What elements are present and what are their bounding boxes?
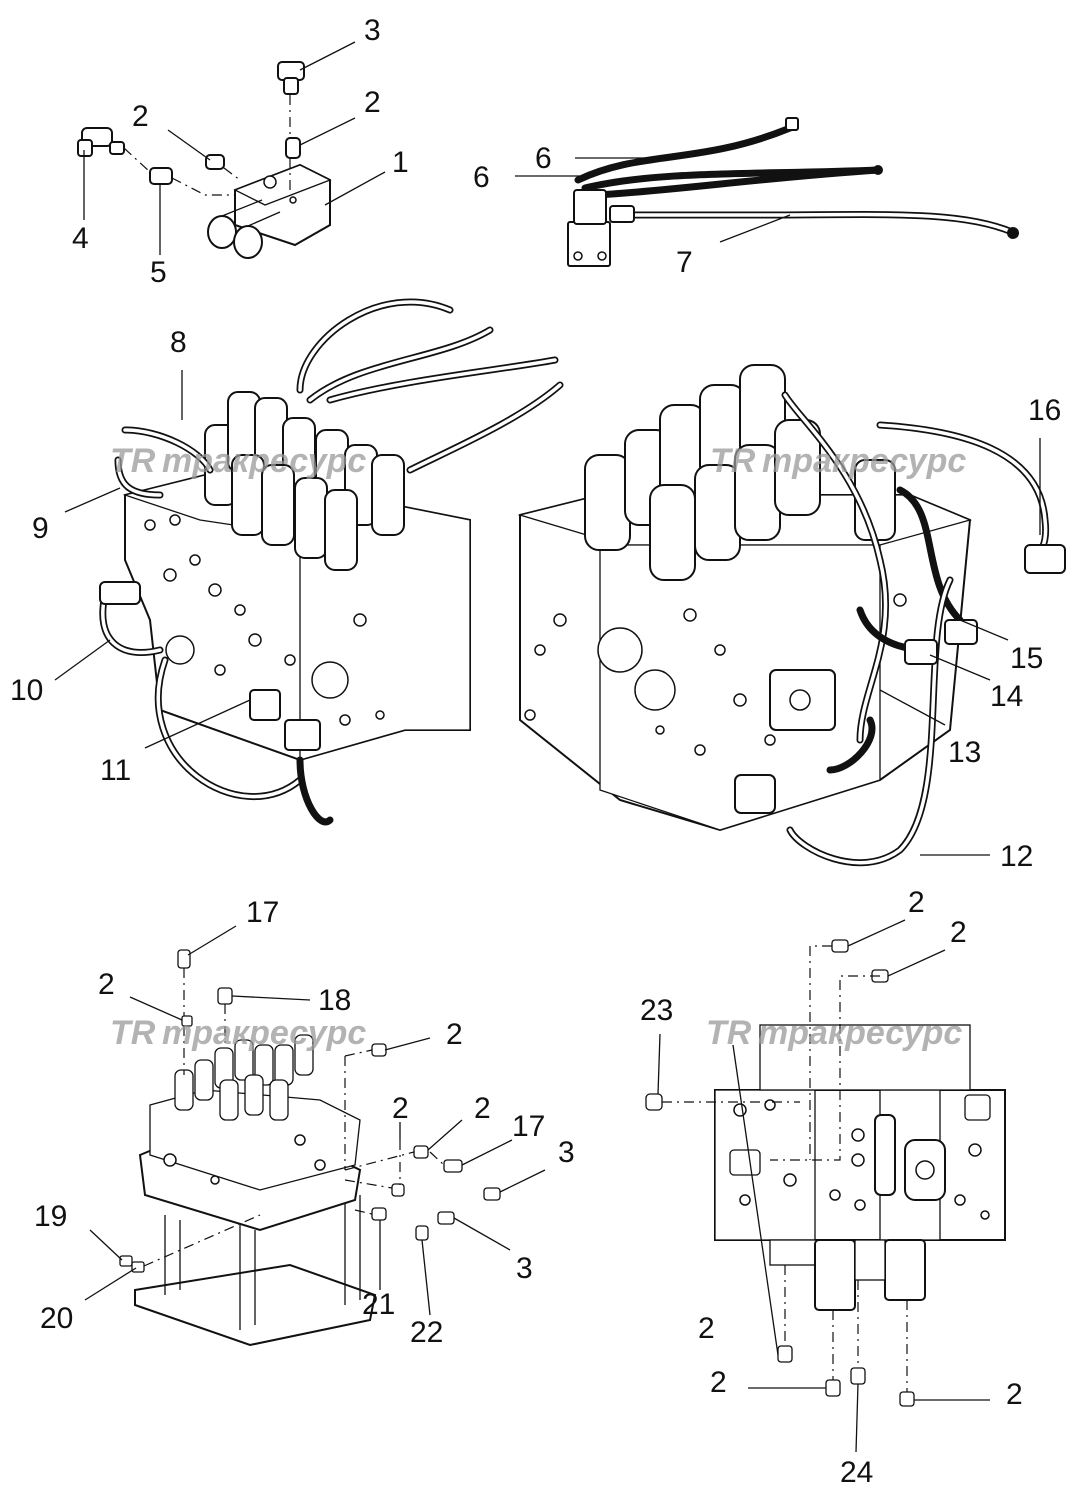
callout-7: 7: [676, 246, 693, 279]
block-assembly: [207, 163, 332, 259]
callout-22: 22: [410, 1316, 443, 1349]
control-valve-assembly-left: [99, 298, 564, 826]
callout-24: 24: [840, 1456, 873, 1489]
watermark-logo: TR: [110, 1014, 156, 1052]
fitting-3-top: [277, 61, 305, 95]
fitting-4: [77, 127, 125, 157]
watermark-text: тракресурс: [758, 1014, 962, 1052]
callout-6: 6: [535, 142, 552, 175]
watermark-logo: TR: [710, 442, 756, 480]
fitting-2-top-a: [285, 137, 301, 159]
callout-17: 17: [512, 1110, 545, 1143]
callout-6: 6: [473, 161, 490, 194]
watermark-4: TR тракресурс: [706, 1014, 962, 1052]
hose-bracket-assembly: [567, 117, 1019, 267]
solenoid-row-right: [584, 364, 896, 581]
ports-right: [524, 593, 926, 756]
callout-2: 2: [908, 886, 925, 919]
callout-23: 23: [640, 994, 673, 1027]
callout-2: 2: [950, 916, 967, 949]
callout-4: 4: [72, 222, 89, 255]
callout-2: 2: [392, 1092, 409, 1125]
control-valve-assembly-right: [517, 364, 1066, 867]
watermark-text: тракресурс: [162, 1014, 366, 1052]
callout-5: 5: [150, 256, 167, 289]
callout-13: 13: [948, 736, 981, 769]
fitting-5: [149, 167, 173, 185]
callout-16: 16: [1028, 394, 1061, 427]
ports-left: [144, 514, 385, 726]
callout-2: 2: [132, 100, 149, 133]
valve-front-view: [714, 1024, 1006, 1311]
callout-2: 2: [698, 1312, 715, 1345]
callout-21: 21: [362, 1288, 395, 1321]
watermark-logo: TR: [706, 1014, 752, 1052]
callout-20: 20: [40, 1302, 73, 1335]
callout-9: 9: [32, 512, 49, 545]
callout-2: 2: [446, 1018, 463, 1051]
callout-14: 14: [990, 680, 1023, 713]
callout-2: 2: [364, 86, 381, 119]
callout-3: 3: [516, 1252, 533, 1285]
fitting-2-top-b: [205, 154, 225, 170]
callout-2: 2: [474, 1092, 491, 1125]
callout-8: 8: [170, 326, 187, 359]
watermark-1: TR тракресурс: [110, 442, 366, 480]
callout-10: 10: [10, 674, 43, 707]
callout-2: 2: [98, 968, 115, 1001]
callout-2: 2: [1006, 1378, 1023, 1411]
watermark-3: TR тракресурс: [110, 1014, 366, 1052]
callout-12: 12: [1000, 840, 1033, 873]
callout-11: 11: [100, 754, 131, 787]
callout-19: 19: [34, 1200, 67, 1233]
callout-3: 3: [364, 14, 381, 47]
callout-15: 15: [1010, 642, 1043, 675]
callout-3: 3: [558, 1136, 575, 1169]
watermark-text: тракресурс: [162, 442, 366, 480]
watermark-logo: TR: [110, 442, 156, 480]
valve-stand-assembly: [134, 1034, 377, 1347]
callout-18: 18: [318, 984, 351, 1017]
callout-2: 2: [710, 1366, 727, 1399]
watermark-text: тракресурс: [762, 442, 966, 480]
leader-lines: [54, 41, 1041, 1453]
callout-17: 17: [246, 896, 279, 929]
watermark-2: TR тракресурс: [710, 442, 966, 480]
callout-1: 1: [392, 146, 409, 179]
callouts: 3 2 2 1 4 5 6 6 7 8 9 10 11 12 13 14 15 …: [10, 14, 1061, 1489]
